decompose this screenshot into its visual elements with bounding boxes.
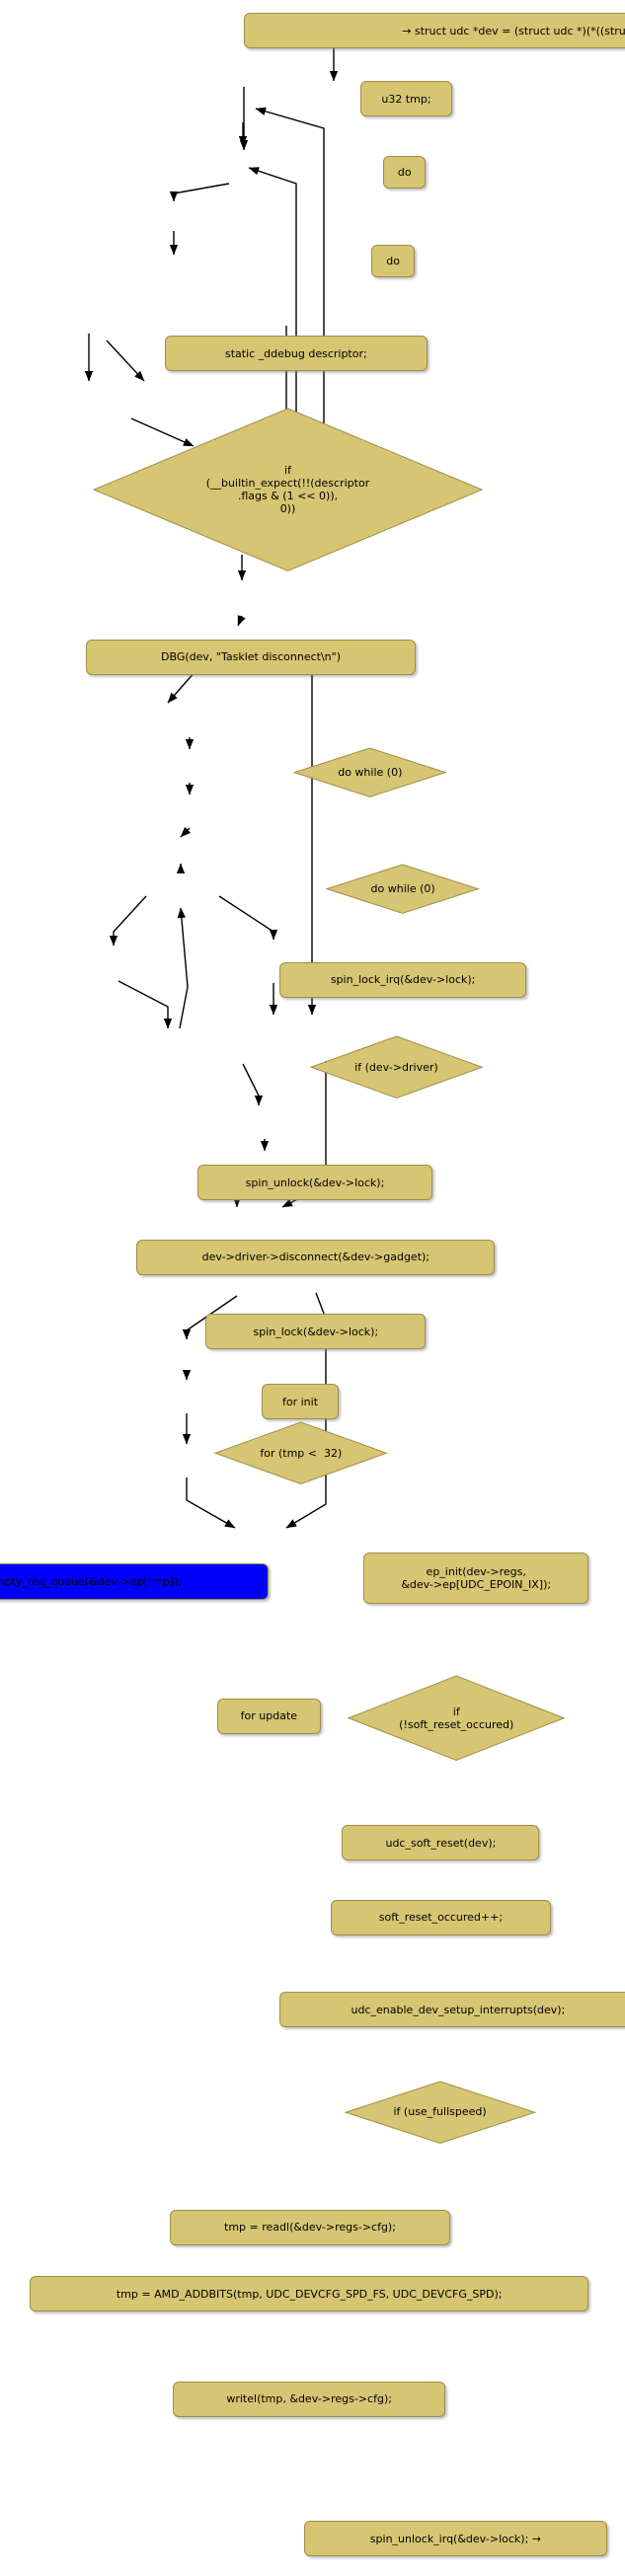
edge-n17-n18 (117, 980, 173, 1029)
flow-decision-n9[interactable]: do while (0) (325, 864, 481, 914)
edge-n27-n28 (186, 1477, 236, 1529)
edge-n16-n19 (218, 895, 278, 941)
flow-node-n26[interactable]: tmp = AMD_ADDBITS(tmp, UDC_DEVCFG_SPD_FS… (29, 2275, 589, 2312)
edge-n4-n5 (169, 183, 230, 202)
flow-node-n2[interactable]: u32 tmp; (359, 81, 453, 117)
flow-node-n21[interactable]: udc_soft_reset(dev); (342, 1825, 540, 1861)
flow-node-n3[interactable]: do (383, 155, 427, 189)
flow-node-n7[interactable]: DBG(dev, "Tasklet disconnect\n") (85, 639, 417, 675)
flow-decision-n20[interactable]: if (!soft_reset_occured) (347, 1675, 566, 1761)
flow-node-n4[interactable]: do (371, 245, 415, 278)
flow-node-n27[interactable]: writel(tmp, &dev->regs->cfg); (172, 2381, 446, 2417)
flow-node-n18[interactable]: for update (216, 1698, 321, 1734)
flow-node-n14[interactable]: spin_lock(&dev->lock); (205, 1314, 427, 1350)
edge-n18-n16 (177, 907, 189, 1029)
flow-node-n22[interactable]: soft_reset_occured++; (330, 1899, 552, 1935)
flow-node-n17[interactable]: empty_req_queue(&dev->ep[tmp]); (0, 1563, 269, 1600)
edge-n16-n17 (109, 895, 147, 947)
flow-node-n19[interactable]: ep_init(dev->regs, &dev->ep[UDC_EPOIN_IX… (363, 1552, 589, 1605)
edge-n7-n8 (130, 417, 195, 447)
flow-node-n28[interactable]: spin_unlock_irq(&dev->lock); → (304, 2521, 607, 2557)
edge-n6-n7 (106, 340, 145, 382)
edge-n11-n20 (285, 657, 317, 1016)
flow-node-n15[interactable]: for init (261, 1383, 340, 1420)
flow-decision-n16[interactable]: for (tmp < 32) (213, 1421, 388, 1485)
flow-node-n13[interactable]: dev->driver->disconnect(&dev->gadget); (136, 1239, 496, 1275)
flow-node-n1[interactable]: → struct udc *dev = (struct udc *)(*((st… (243, 13, 625, 49)
flow-node-n12[interactable]: spin_unlock(&dev->lock); (196, 1165, 433, 1201)
edge-n14-n15 (180, 826, 192, 838)
flow-decision-n6[interactable]: if (__builtin_expect(!!(descriptor .flag… (92, 408, 484, 572)
flow-node-n23[interactable]: udc_enable_dev_setup_interrupts(dev); (279, 1992, 625, 2028)
flow-decision-n24[interactable]: if (use_fullspeed) (344, 2081, 536, 2144)
flow-decision-n8[interactable]: do while (0) (292, 747, 448, 797)
edge-n10-n11 (237, 615, 246, 627)
flow-node-n10[interactable]: spin_lock_irq(&dev->lock); (279, 961, 527, 998)
flow-node-n25[interactable]: tmp = readl(&dev->regs->cfg); (169, 2209, 451, 2245)
flow-node-n5[interactable]: static _ddebug descriptor; (164, 336, 429, 372)
flow-decision-n11[interactable]: if (dev->driver) (309, 1035, 484, 1099)
edge-n20-n21 (242, 1063, 264, 1106)
edge-n24-n25 (182, 1295, 238, 1340)
